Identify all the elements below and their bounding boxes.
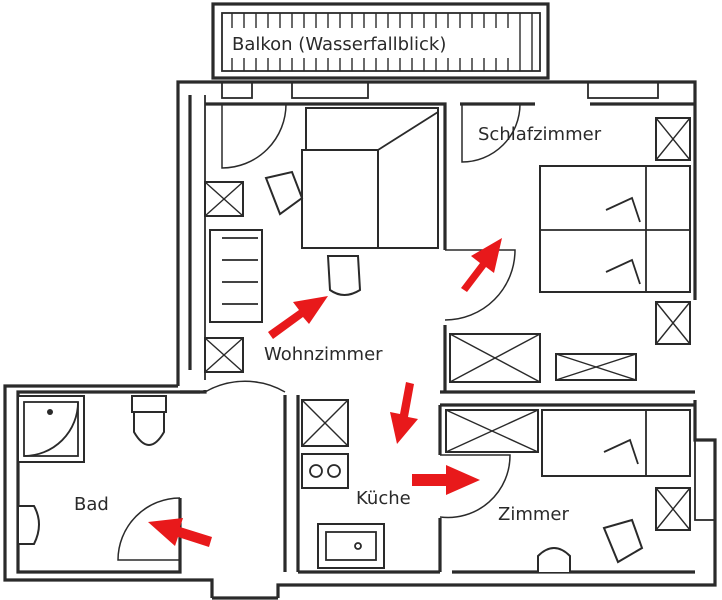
label-living-room: Wohnzimmer xyxy=(264,344,383,365)
arrow-to-kitchen xyxy=(390,382,418,444)
arrow-to-bedroom xyxy=(461,238,502,292)
direction-arrows xyxy=(148,238,502,547)
label-room: Zimmer xyxy=(498,504,569,525)
label-bedroom: Schlafzimmer xyxy=(478,124,602,145)
balcony xyxy=(211,2,550,80)
interior-walls xyxy=(16,102,695,574)
arrow-to-room xyxy=(412,465,480,495)
room-furniture xyxy=(445,409,691,572)
doors xyxy=(117,103,521,561)
living-room-furniture xyxy=(204,107,439,373)
bedroom-furniture xyxy=(449,117,691,383)
outer-walls xyxy=(3,80,717,600)
label-kitchen: Küche xyxy=(356,488,411,509)
kitchen-furniture xyxy=(301,399,385,569)
arrow-to-bathroom xyxy=(148,518,212,547)
arrow-to-sofa xyxy=(268,296,328,339)
label-balcony: Balkon (Wasserfallblick) xyxy=(232,34,446,55)
room-labels: Balkon (Wasserfallblick) Schlafzimmer Wo… xyxy=(74,34,602,525)
label-bathroom: Bad xyxy=(74,494,109,515)
bathroom-furniture xyxy=(17,395,167,545)
